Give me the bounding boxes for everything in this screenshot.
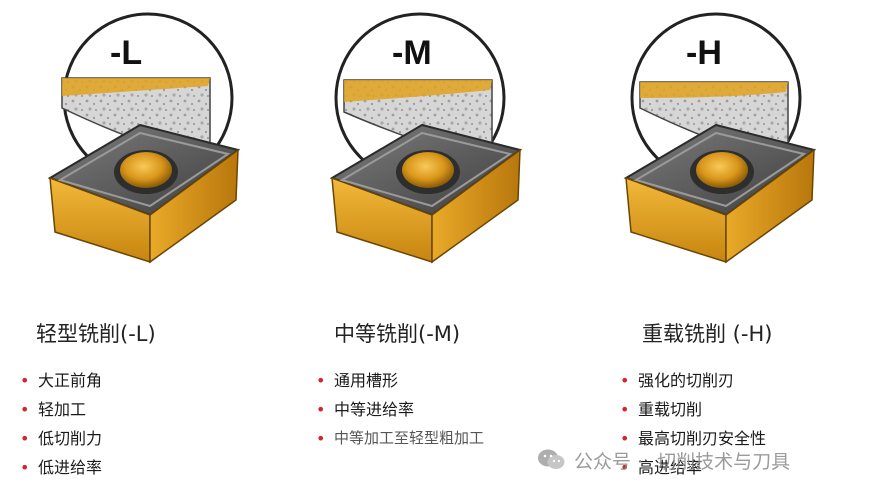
list-item: •高进给率 [620,453,766,482]
bullet-icon: • [20,458,30,477]
grade-label: -H [686,34,722,72]
list-item: •强化的切削刃 [620,366,766,395]
list-item: •重载切削 [620,395,766,424]
list-item: •低进给率 [20,453,102,482]
insert-illustration-m [329,12,523,264]
grade-title: 中等铣削(-M) [334,322,461,346]
feature-list: •强化的切削刃 •重载切削 •最高切削刃安全性 •高进给率 [620,366,766,482]
bullet-icon: • [20,400,30,419]
wechat-icon [538,449,565,469]
grade-title: 重载铣削 (-H) [642,322,773,346]
watermark-source: 公众号 · [574,450,644,473]
grade-column-h: -H 重载铣削 (-H) •强化的切削刃 •重载切削 •最高切削刃安全性 •高进… [584,0,876,495]
grade-label: -L [110,34,143,72]
watermark-name: 切削技术与刀具 [657,450,791,473]
bullet-icon: • [20,429,30,448]
grade-title: 轻型铣削(-L) [36,322,156,346]
bullet-icon: • [316,400,326,419]
bullet-icon: • [620,429,630,448]
insert-illustration-l [47,12,241,264]
bullet-icon: • [20,371,30,390]
watermark: 公众号 · 切削技术与刀具 [536,446,790,474]
insert-illustration-h [623,12,817,264]
list-item: •大正前角 [20,366,102,395]
grade-label: -M [392,34,432,72]
bullet-icon: • [316,371,326,390]
list-item: •轻加工 [20,395,102,424]
list-item: •通用槽形 [316,366,484,395]
feature-list: •通用槽形 •中等进给率 •中等加工至轻型粗加工 [316,366,484,453]
grade-column-m: -M 中等铣削(-M) •通用槽形 •中等进给率 •中等加工至轻型粗加工 [292,0,584,495]
list-item: •中等加工至轻型粗加工 [316,424,484,453]
list-item: •低切削力 [20,424,102,453]
list-item: •中等进给率 [316,395,484,424]
bullet-icon: • [620,400,630,419]
bullet-icon: • [620,371,630,390]
bullet-icon: • [316,429,326,448]
feature-list: •大正前角 •轻加工 •低切削力 •低进给率 [20,366,102,482]
grade-column-l: -L 轻型铣削(-L) •大正前角 •轻加工 •低切削力 •低进给率 [0,0,292,495]
list-item: •最高切削刃安全性 [620,424,766,453]
bullet-icon: • [620,458,630,477]
